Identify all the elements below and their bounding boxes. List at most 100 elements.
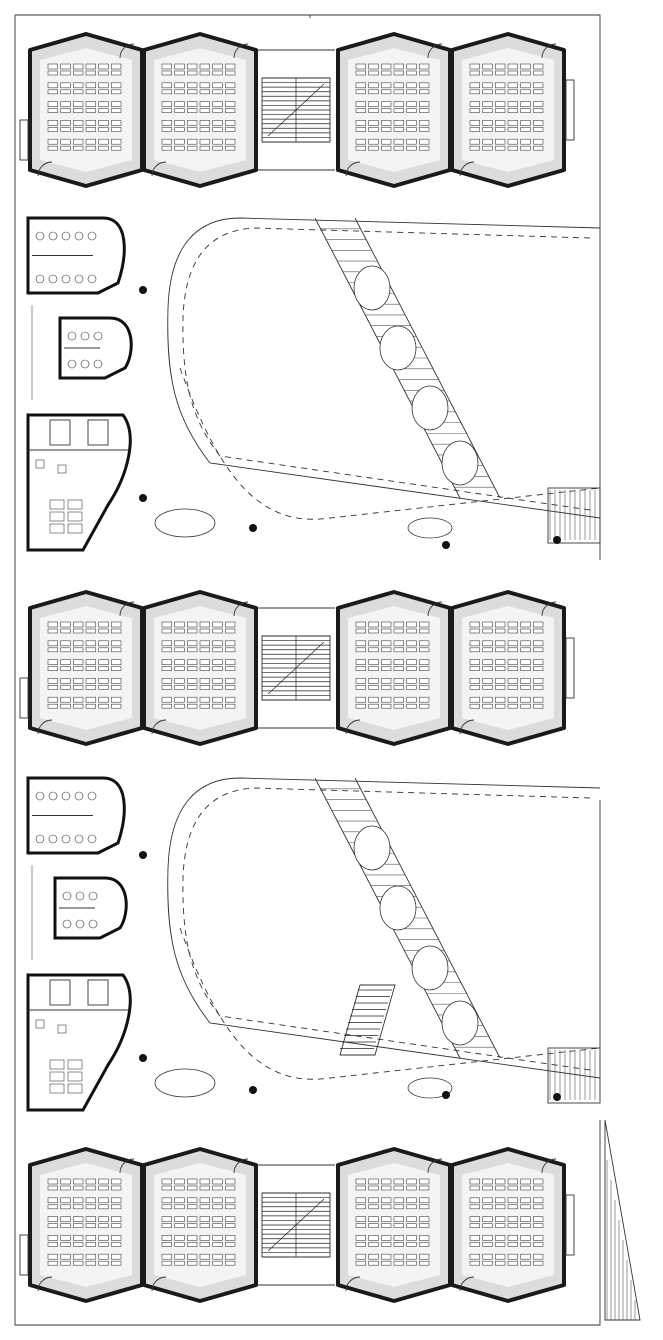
desk (60, 145, 71, 151)
desk (469, 678, 480, 684)
desk (73, 145, 84, 151)
desk (85, 138, 96, 145)
desk (533, 101, 544, 107)
desk (111, 659, 122, 665)
desk (495, 138, 506, 145)
desk (355, 1185, 366, 1191)
ramp-bottom (604, 1119, 641, 1321)
desk (47, 63, 58, 70)
classroom-1-3 (336, 32, 452, 188)
site-columns (31, 286, 641, 1321)
stair-arrow (267, 83, 325, 137)
desk (406, 1235, 417, 1241)
desk (368, 1216, 379, 1222)
planter (353, 825, 391, 871)
desk (60, 678, 71, 684)
desk (60, 70, 71, 76)
desk (507, 621, 518, 628)
desk (161, 1235, 172, 1241)
desk (60, 1235, 71, 1241)
fixture (62, 891, 72, 901)
desk (482, 63, 493, 70)
classroom-3-2 (142, 1147, 258, 1303)
desk (507, 628, 518, 634)
desk (393, 696, 404, 703)
door-swing (37, 161, 53, 177)
classroom-block-2 (19, 590, 575, 746)
desk (174, 628, 185, 634)
desk (381, 703, 392, 709)
desk (85, 621, 96, 628)
classroom-2-4 (450, 590, 566, 746)
desk (381, 145, 392, 151)
desk (520, 628, 531, 634)
desk (47, 628, 58, 634)
desk (187, 63, 198, 70)
desk (60, 127, 71, 132)
desk (393, 89, 404, 95)
desk (406, 145, 417, 151)
desk (199, 647, 210, 653)
desk (419, 70, 430, 76)
end-window (19, 119, 29, 161)
desk (60, 647, 71, 653)
door-swing (151, 719, 167, 735)
desk (469, 127, 480, 132)
desk (520, 1204, 531, 1210)
desk (98, 696, 109, 703)
desk (98, 678, 109, 684)
desk (482, 70, 493, 76)
desk (212, 145, 223, 151)
door-swing (151, 161, 167, 177)
desk (368, 108, 379, 113)
desk (98, 120, 109, 126)
canopy-dashed (182, 227, 591, 511)
desk (533, 127, 544, 132)
classroom-1-2 (142, 32, 258, 188)
desk (507, 1260, 518, 1266)
end-window (565, 1194, 575, 1256)
planter (353, 265, 391, 311)
desk (355, 678, 366, 684)
desk (368, 678, 379, 684)
desk (225, 127, 236, 132)
desk (355, 1242, 366, 1247)
desk (393, 127, 404, 132)
desk (212, 82, 223, 89)
desk (533, 1235, 544, 1241)
desk (60, 82, 71, 89)
desk (212, 640, 223, 647)
desk (520, 120, 531, 126)
desk (406, 628, 417, 634)
desk (161, 89, 172, 95)
desk (381, 1253, 392, 1260)
desk (73, 1216, 84, 1222)
desk (406, 1185, 417, 1191)
door-swing (541, 1158, 557, 1174)
desk (533, 666, 544, 671)
desk (495, 1216, 506, 1222)
desk (199, 678, 210, 684)
desk (355, 1260, 366, 1266)
desk (381, 628, 392, 634)
desk (533, 678, 544, 684)
desk (85, 63, 96, 70)
classroom-2-2 (142, 590, 258, 746)
desk (419, 1185, 430, 1191)
desk (482, 101, 493, 107)
column (249, 524, 257, 532)
desk (393, 659, 404, 665)
desk (225, 145, 236, 151)
desk (495, 63, 506, 70)
desk (212, 70, 223, 76)
desk (187, 685, 198, 690)
planter (441, 440, 479, 486)
desk (187, 127, 198, 132)
desk (533, 138, 544, 145)
desk (520, 1260, 531, 1266)
desk (469, 1253, 480, 1260)
furniture (35, 459, 45, 469)
desk (98, 82, 109, 89)
classroom-3-1 (28, 1147, 144, 1303)
door-swing (459, 1276, 475, 1292)
